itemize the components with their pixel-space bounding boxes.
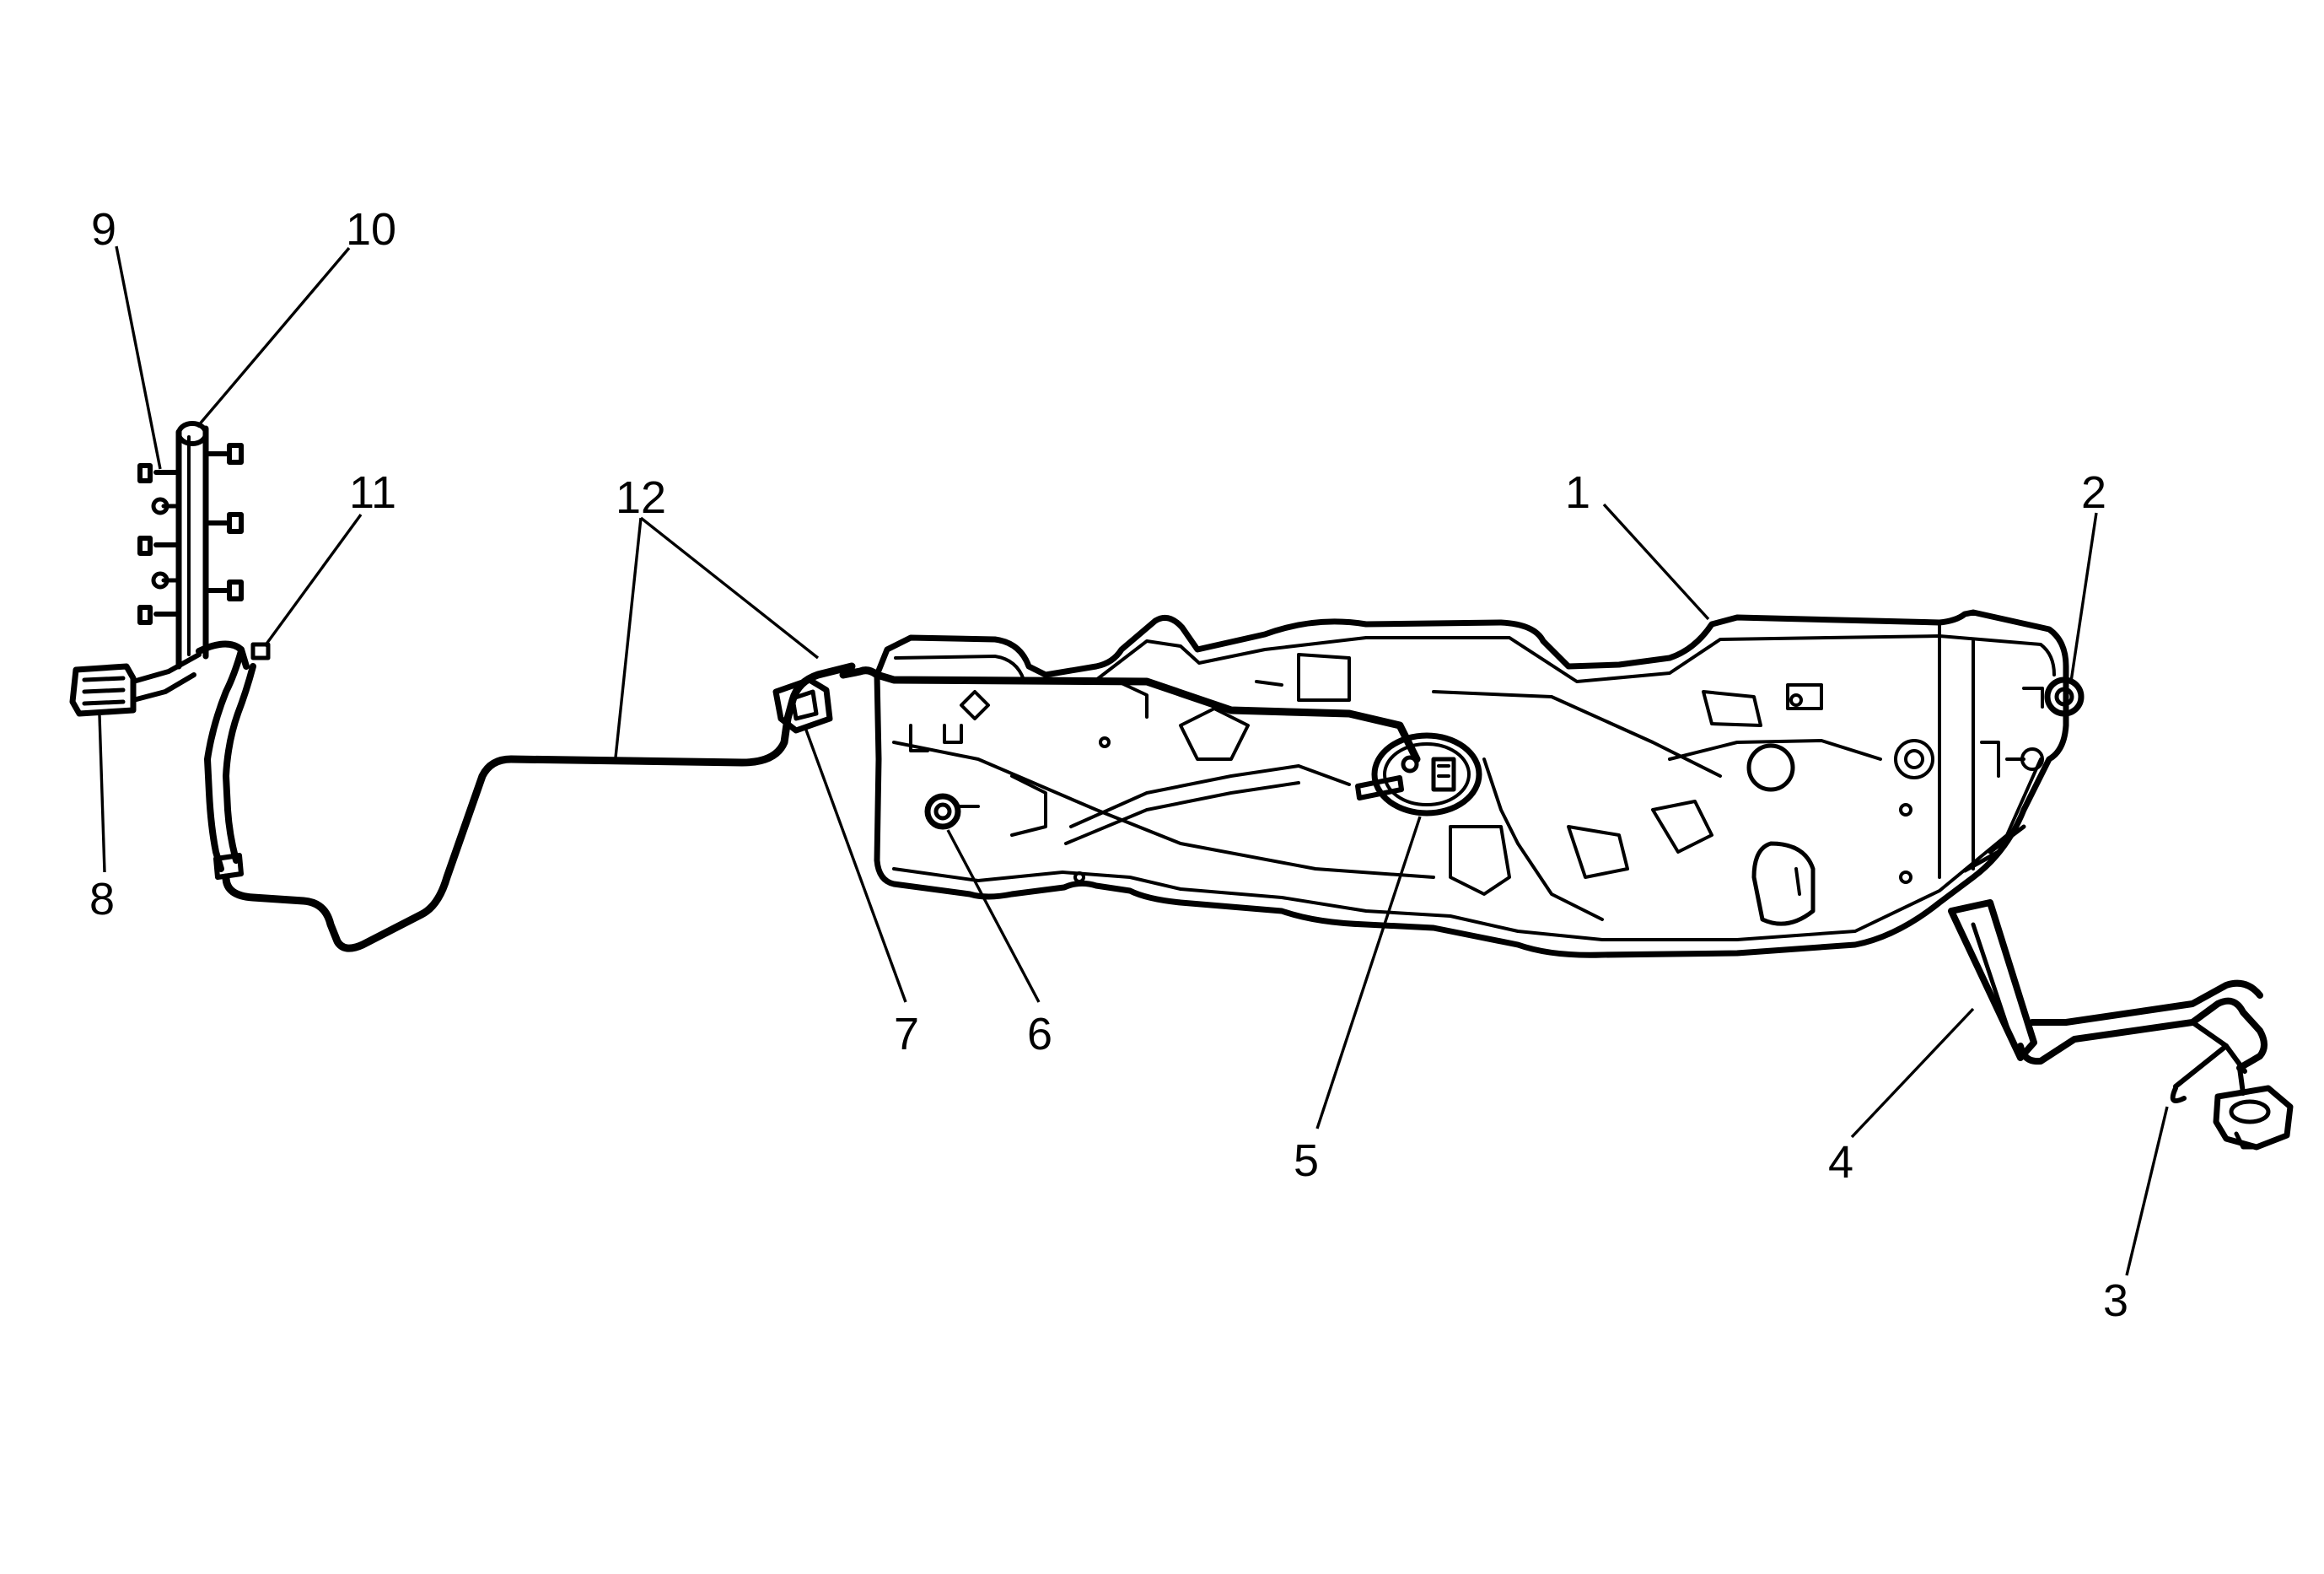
fuel-pump-module [1355, 732, 1482, 817]
callout-7: 7 [894, 1009, 919, 1059]
fuel-rail-assembly [69, 421, 271, 880]
callout-11: 11 [349, 467, 396, 518]
tank-grommet-left [924, 793, 980, 830]
callout-12: 12 [616, 472, 666, 523]
callout-5: 5 [1294, 1135, 1319, 1186]
callout-8: 8 [89, 874, 115, 924]
fuel-pressure-sensor [69, 652, 202, 717]
fuel-filler-pipe [1948, 899, 2294, 1151]
callout-labels: 1 2 3 4 5 6 7 8 9 10 11 12 [89, 204, 2128, 1326]
leader-lines [98, 245, 2169, 1276]
fuel-feed-line [222, 662, 1421, 952]
callout-4: 4 [1828, 1137, 1853, 1188]
callout-6: 6 [1027, 1009, 1052, 1059]
callout-10: 10 [346, 204, 396, 255]
quick-connect-fitting [772, 676, 833, 734]
callout-1: 1 [1565, 467, 1590, 518]
callout-2: 2 [2081, 467, 2106, 518]
callout-3: 3 [2103, 1275, 2128, 1326]
fuel-injectors [137, 443, 244, 625]
callout-9: 9 [91, 204, 116, 255]
fuel-tank [874, 609, 2069, 958]
tank-grommet-right [2022, 676, 2085, 717]
